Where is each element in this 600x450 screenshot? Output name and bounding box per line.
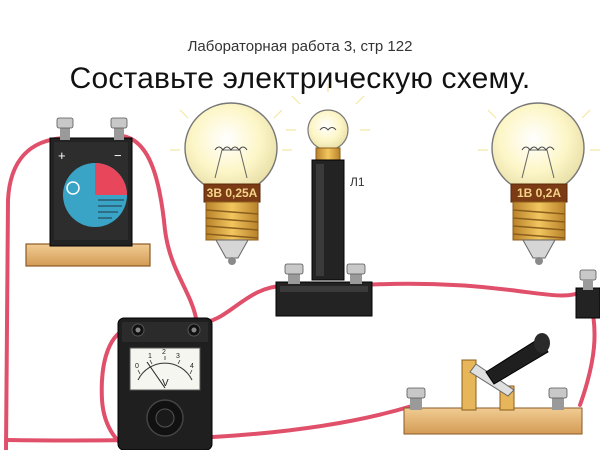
voltmeter-scale-face [129,347,201,391]
lamp-right-glass [491,102,585,194]
battery[interactable]: + − [25,117,151,267]
scale-tick-2: 2 [162,349,166,356]
right-glow-rays-icon [478,109,600,151]
scale-tick-4: 4 [190,363,194,370]
battery-terminal-plus[interactable] [56,117,74,140]
switch-base [403,407,583,435]
switch-terminal-right[interactable] [548,387,568,410]
voltmeter-terminal-left[interactable] [131,323,145,337]
lamp-right-filament-icon [521,146,555,151]
switch-handle[interactable] [485,337,549,385]
lamp-right-rating: 1В 0,2А [517,186,561,200]
battery-label [63,163,127,227]
lamp-left[interactable]: 3В 0,25А [170,102,292,265]
voltmeter-terminal-right[interactable] [187,323,201,337]
lamp-holder-right-partial[interactable] [575,269,600,319]
battery-terminal-minus[interactable] [110,117,128,140]
voltmeter[interactable]: 0 1 2 3 4 V [117,317,213,450]
scale-tick-0: 0 [135,363,139,370]
wire-battery-to-voltmeter [120,134,198,320]
scale-tick-1: 1 [148,353,152,360]
wire-bottom [4,404,414,443]
lab-subtitle: Лабораторная работа 3, стр 122 [187,38,413,55]
battery-plus-label: + [58,148,66,163]
lamp-left-filament-icon [214,146,248,151]
lamp-left-glass [184,102,278,194]
page-title: Составьте электрическую схему. [69,62,531,95]
lamp-left-rating: 3В 0,25А [207,186,258,200]
knife-switch[interactable] [403,333,583,435]
lamp-holder[interactable]: Л1 [275,84,373,317]
battery-minus-label: − [114,148,122,163]
voltmeter-needle [146,361,166,389]
holder-glow-rays-icon [286,84,370,131]
holder-terminal-left[interactable] [284,263,304,284]
voltmeter-unit: V [162,378,169,389]
holder-terminal-right[interactable] [346,263,366,284]
switch-terminal-left[interactable] [406,387,426,410]
wire-voltmeter-to-holder [204,283,287,324]
battery-base [25,243,151,267]
glow-rays-icon [170,109,292,151]
scale-tick-3: 3 [176,353,180,360]
lamp-right[interactable]: 1В 0,2А [478,102,600,265]
holder-label: Л1 [350,175,365,189]
wire-holder-to-right [360,281,587,298]
